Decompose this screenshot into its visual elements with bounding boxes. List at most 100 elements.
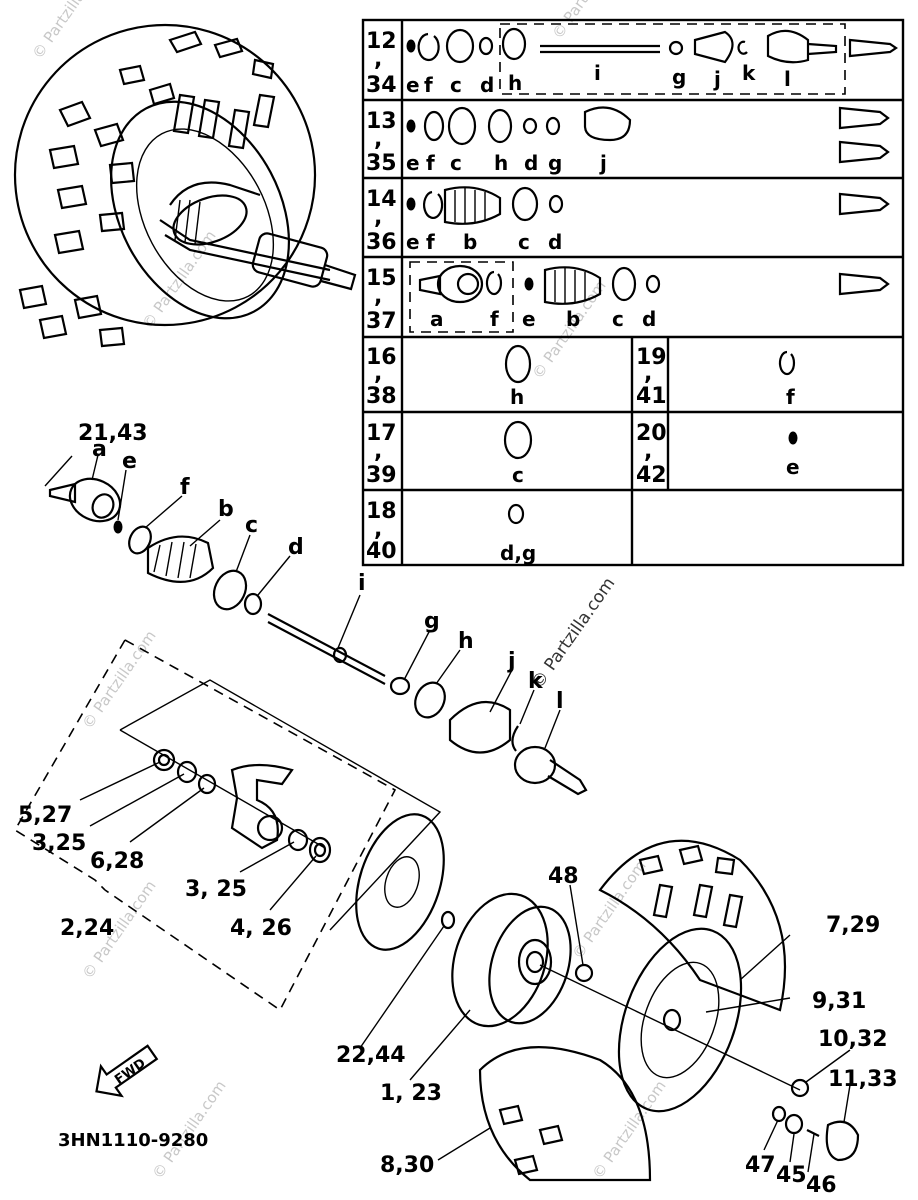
callout-j: j: [507, 649, 516, 674]
row-12-num: 12: [366, 29, 397, 54]
callout-f: f: [180, 475, 190, 500]
callout-l: l: [556, 689, 564, 714]
letter-i: i: [594, 61, 601, 85]
watermark-text: © Partzilla.com: [29, 0, 110, 62]
letter-j: j: [599, 151, 607, 175]
drive-shaft-explode: [44, 454, 588, 796]
row-14-comma: ,: [374, 205, 382, 230]
letter-f: f: [490, 307, 499, 331]
letter-e: e: [406, 230, 420, 254]
row-40-num: 40: [366, 539, 397, 564]
letter-f: f: [426, 151, 435, 175]
letter-f: f: [426, 230, 435, 254]
wheel-assembly-illustration: [13, 23, 357, 348]
callout-11-33: 11,33: [828, 1067, 898, 1092]
row-13-parts: [406, 106, 890, 164]
fwd-arrow-icon: FWD: [95, 1044, 159, 1098]
letter-a: a: [430, 307, 444, 331]
row-13-num: 13: [366, 109, 397, 134]
row-12-comma: ,: [374, 47, 382, 72]
callout-i: i: [358, 571, 366, 596]
row-20-num: 20: [636, 421, 667, 446]
callout-h: h: [458, 629, 474, 654]
callout-48: 48: [548, 864, 579, 889]
letter-f: f: [424, 73, 433, 97]
callout-1-23: 1, 23: [380, 1081, 442, 1106]
row-18-num: 18: [366, 499, 397, 524]
callout-3-25-b: 3, 25: [185, 877, 247, 902]
row-34-num: 34: [366, 73, 397, 98]
row-42-num: 42: [636, 463, 667, 488]
watermark-text: © Partzilla.com: [79, 627, 160, 732]
letter-d: d: [524, 151, 538, 175]
row-37-num: 37: [366, 309, 397, 334]
letter-e: e: [406, 151, 420, 175]
row-16-num: 16: [366, 345, 397, 370]
letter-dg: d,g: [500, 541, 536, 565]
knuckle-callouts: 5,27 3,25 6,28 3, 25 4, 26 2,24: [18, 803, 292, 941]
row-13-comma: ,: [374, 127, 382, 152]
row-19-comma: ,: [644, 361, 652, 386]
letter-d: d: [642, 307, 656, 331]
callout-47: 47: [745, 1153, 776, 1178]
row-14-parts: [406, 186, 890, 225]
letter-g: g: [548, 151, 562, 175]
letter-d: d: [480, 73, 494, 97]
row-17-num: 17: [366, 421, 397, 446]
row-41-num: 41: [636, 384, 667, 409]
row-36-num: 36: [366, 230, 397, 255]
row-19-num: 19: [636, 345, 667, 370]
callout-5-27: 5,27: [18, 803, 72, 828]
letter-j: j: [713, 67, 721, 91]
drawing-code: 3HN1110-9280: [58, 1130, 208, 1151]
row-17-comma: ,: [374, 439, 382, 464]
row-38-num: 38: [366, 384, 397, 409]
callout-6-28: 6,28: [90, 849, 144, 874]
row-15-parts: [418, 264, 890, 305]
callout-k: k: [528, 669, 544, 694]
callout-3-25: 3,25: [32, 831, 86, 856]
callout-4-26: 4, 26: [230, 916, 292, 941]
row-20-comma: ,: [644, 439, 652, 464]
callout-d: d: [288, 535, 304, 560]
row-39-num: 39: [366, 463, 397, 488]
letter-h: h: [510, 385, 524, 409]
callout-a: a: [92, 437, 107, 462]
callout-8-30: 8,30: [380, 1153, 434, 1178]
row-14-letters: e f b c d: [406, 230, 562, 254]
callout-10-32: 10,32: [818, 1027, 888, 1052]
row-18-comma: ,: [374, 517, 382, 542]
letter-e: e: [786, 455, 800, 479]
row-14-num: 14: [366, 187, 397, 212]
letter-h: h: [494, 151, 508, 175]
row-13-letters: e f c h d g j: [406, 151, 607, 175]
parts-kit-table: 12 , 34 13 , 35 14 , 36 15 , 37 16 , 38 …: [361, 18, 905, 567]
letter-c: c: [518, 230, 530, 254]
letter-g: g: [672, 65, 686, 89]
letter-d: d: [548, 230, 562, 254]
letter-c: c: [612, 307, 624, 331]
row-35-num: 35: [366, 151, 397, 176]
letter-c: c: [512, 463, 524, 487]
letter-c: c: [450, 73, 462, 97]
letter-h: h: [508, 71, 522, 95]
row-12-letters: e f c d h i g j k l: [406, 61, 791, 97]
callout-2-24: 2,24: [60, 916, 114, 941]
letter-c: c: [450, 151, 462, 175]
hub-callouts: 48 7,29 9,31 10,32 11,33 22,44 1, 23 8,3…: [336, 864, 898, 1198]
row-16-comma: ,: [374, 361, 382, 386]
hub-wheel-explode: [355, 813, 860, 1182]
callout-e: e: [122, 449, 137, 474]
shaft-callouts: 21,43 a e f b c d i g h j k l: [78, 421, 564, 714]
callout-g: g: [424, 609, 440, 634]
letter-k: k: [742, 61, 756, 85]
row-15-comma: ,: [374, 284, 382, 309]
callout-22-44: 22,44: [336, 1043, 406, 1068]
callout-21-43: 21,43: [78, 421, 148, 446]
callout-b: b: [218, 497, 234, 522]
letter-l: l: [784, 67, 791, 91]
knuckle-group: [13, 639, 442, 1012]
callout-46: 46: [806, 1173, 837, 1198]
callout-c: c: [245, 513, 258, 538]
